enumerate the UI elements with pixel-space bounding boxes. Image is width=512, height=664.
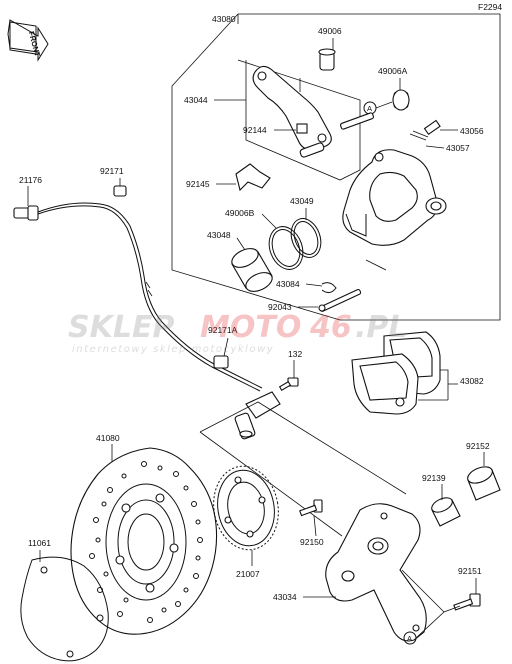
- label-92150: 92150: [300, 537, 324, 547]
- label-132: 132: [288, 349, 302, 359]
- label-43057: 43057: [446, 143, 470, 153]
- caliper-mount-bracket: [325, 503, 427, 642]
- pad-spring-92145: [235, 163, 271, 192]
- brake-pad-front: [351, 353, 419, 415]
- abs-sensor-ring: [213, 465, 279, 551]
- spacer-92152: [467, 466, 501, 501]
- caliper-body: [342, 149, 447, 246]
- label-43044: 43044: [184, 95, 208, 105]
- label-43034: 43034: [273, 592, 297, 602]
- clamp-92171A: [213, 355, 229, 369]
- label-43048: 43048: [207, 230, 231, 240]
- svg-text:internetowy sklep motocyklowy: internetowy sklep motocyklowy: [72, 344, 274, 355]
- label-92171A: 92171A: [208, 325, 238, 335]
- bleed-valve: [409, 119, 441, 141]
- front-arrow-icon: FRONT: [7, 19, 49, 62]
- piston-43048: [231, 248, 273, 292]
- bolt-92151: [453, 593, 481, 611]
- label-41080: 41080: [96, 433, 120, 443]
- svg-text:.PL: .PL: [355, 310, 408, 345]
- clamp-92171: [113, 185, 127, 197]
- label-92145: 92145: [186, 179, 210, 189]
- watermark: SKLEP MOTO 46 .PL internetowy sklep moto…: [68, 310, 408, 355]
- piston-seal-49006B: [268, 226, 304, 270]
- svg-text:A: A: [407, 634, 412, 643]
- label-92152: 92152: [466, 441, 490, 451]
- bolt-92150: [299, 499, 323, 517]
- label-92171: 92171: [100, 166, 124, 176]
- label-21007: 21007: [236, 569, 260, 579]
- gasket-11061: [20, 556, 109, 662]
- abs-sensor-head: [234, 391, 281, 440]
- label-11061: 11061: [28, 538, 51, 548]
- figure-ref: F2294: [478, 2, 502, 12]
- svg-text:46: 46: [309, 310, 352, 345]
- label-92139: 92139: [422, 473, 446, 483]
- clip-92144: [296, 123, 308, 134]
- label-49006B: 49006B: [225, 208, 255, 218]
- label-43080: 43080: [212, 14, 236, 24]
- boot-49006: [318, 48, 336, 71]
- label-92151: 92151: [458, 566, 482, 576]
- caliper-assembly-box: [171, 13, 501, 321]
- label-92144: 92144: [243, 125, 267, 135]
- label-92043: 92043: [268, 302, 292, 312]
- front-label: FRONT: [27, 30, 42, 58]
- svg-text:SKLEP: SKLEP: [68, 310, 174, 345]
- svg-text:MOTO: MOTO: [200, 310, 301, 345]
- brake-disc: [70, 447, 218, 635]
- label-49006A: 49006A: [378, 66, 408, 76]
- sensor-guide-line: [199, 401, 407, 495]
- label-49006: 49006: [318, 26, 342, 36]
- label-21176: 21176: [19, 175, 42, 185]
- label-43056: 43056: [460, 126, 484, 136]
- label-43084: 43084: [276, 279, 300, 289]
- label-43049: 43049: [290, 196, 314, 206]
- collar-92139: [431, 497, 461, 527]
- bolt-132: [278, 377, 299, 391]
- pad-pin-92043: [318, 288, 362, 312]
- label-43082: 43082: [460, 376, 484, 386]
- pin-clip-43084: [321, 282, 337, 294]
- piston-seal-43049: [290, 218, 322, 258]
- boot-49006A: [392, 89, 410, 111]
- bracket-group-box: [237, 59, 361, 181]
- caliper-bracket: [252, 65, 332, 151]
- svg-text:A: A: [367, 104, 372, 113]
- slide-pin: [299, 112, 374, 158]
